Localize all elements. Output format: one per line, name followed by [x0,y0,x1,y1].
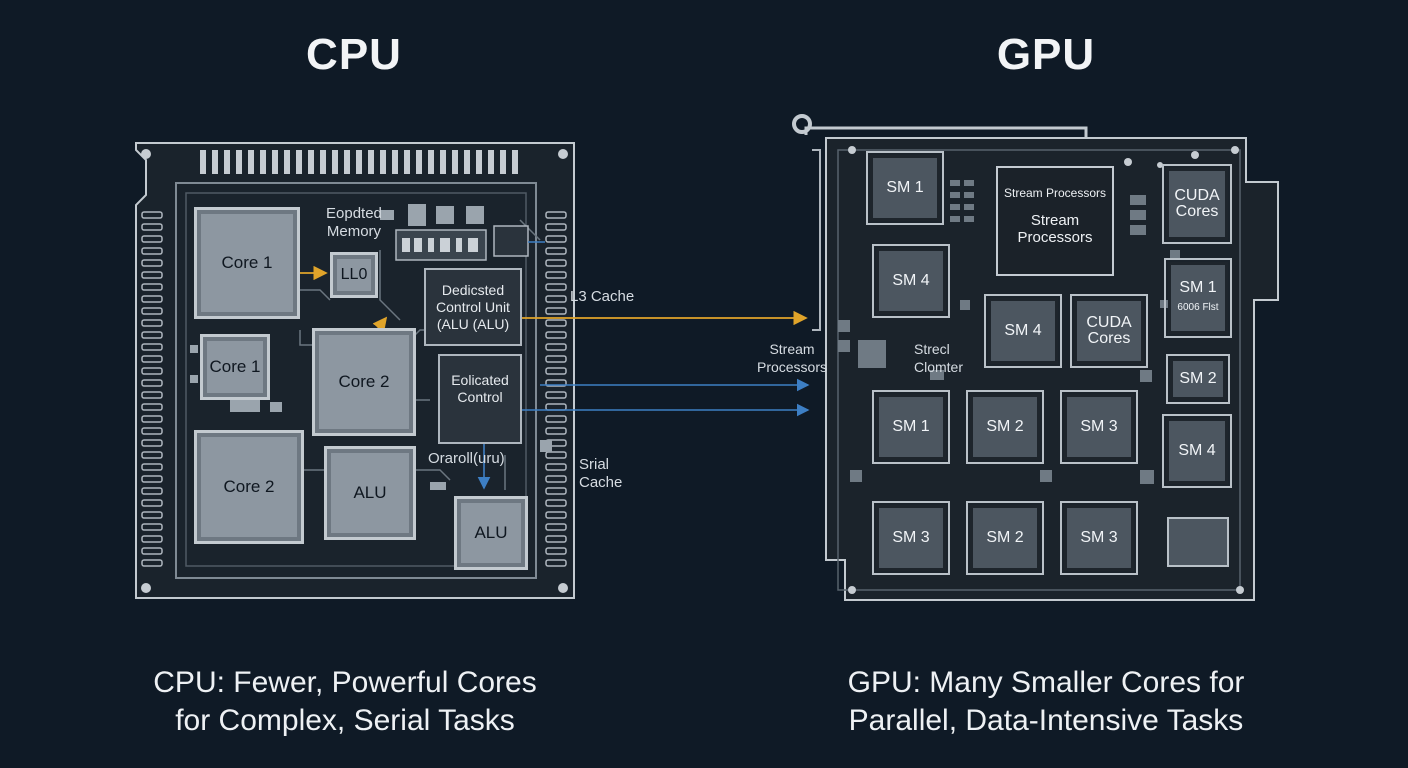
gpu-cuda-top-line-1: CUDA [1174,187,1220,204]
gpu-stream-box-title: Stream Processors [1003,186,1107,200]
cpu-core-1-top: Core 1 [194,207,300,319]
gpu-sm-row2-col3: SM 3 [1060,501,1138,575]
gpu-sm-top-left: SM 1 [866,151,944,225]
gpu-cuda-center-line-2: Cores [1087,330,1131,347]
gpu-sm-right-1: SM 1 6006 Flst [1164,258,1232,338]
gpu-stream-box-line-2: Processors [1017,229,1093,246]
gpu-sm-row1-col3: SM 3 [1060,390,1138,464]
cpu-eolicated-line-2: Control [457,389,503,405]
gpu-sm-right-4: SM 4 [1162,414,1232,488]
gpu-cuda-top-right: CUDA Cores [1162,164,1232,244]
gpu-cluster-line-2: Clomter [914,359,964,375]
gpu-sm-row2-col2: SM 2 [966,501,1044,575]
cpu-heading: CPU [306,30,402,79]
gpu-sm-row1-col1: SM 1 [872,390,950,464]
gpu-cuda-center-line-1: CUDA [1086,314,1132,331]
gpu-sm-right-2: SM 2 [1166,354,1230,404]
gpu-caption-line-1: GPU: Many Smaller Cores for [847,666,1245,699]
gpu-sm-right-1-sub: 6006 Flst [1177,302,1219,313]
cpu-caption: CPU: Fewer, Powerful Cores for Complex, … [65,664,625,740]
cpu-dedicated-line-3: (ALU (ALU) [436,315,510,332]
cpu-orarol-label: Oraroll(uru) [428,450,505,467]
cpu-dedicated-control-unit: Dedicsted Control Unit (ALU (ALU) [424,268,522,346]
gpu-cluster-label: Strecl Clomter [914,340,963,376]
gpu-cuda-center: CUDA Cores [1070,294,1148,368]
gpu-sm-row1-col2: SM 2 [966,390,1044,464]
cpu-eolicated-control: Eolicated Control [438,354,522,444]
gpu-stream-label-line-1: Stream [769,341,815,357]
gpu-sm-center-4: SM 4 [984,294,1062,368]
gpu-stream-label-line-2: Processors [756,359,828,375]
cpu-eolicated-line-1: Eolicated [451,372,509,388]
gpu-heading: GPU [996,30,1096,79]
gpu-sm-row2-col1: SM 3 [872,501,950,575]
cpu-alu-left: ALU [324,446,416,540]
gpu-caption: GPU: Many Smaller Cores for Parallel, Da… [766,664,1326,740]
cpu-core-2-center: Core 2 [312,328,416,436]
cpu-dedicated-line-2: Control Unit [436,298,510,315]
gpu-cluster-line-1: Strecl [914,341,950,357]
gpu-sm-right-1-label: SM 1 [1179,279,1217,296]
cpu-l3-cache-label: L3 Cache [570,288,635,305]
cpu-serial-line-1: Srial [579,456,610,473]
cpu-core-2-bottom: Core 2 [194,430,304,544]
cpu-memory-line-1: Eopdted [326,205,382,222]
gpu-stream-box-line-1: Stream [1030,212,1080,229]
cpu-serial-line-2: Cache [579,474,623,491]
gpu-cuda-top-line-2: Cores [1175,203,1219,220]
cpu-alu-right: ALU [454,496,528,570]
cpu-core-1-small: Core 1 [200,334,270,400]
gpu-sm-mid-left: SM 4 [872,244,950,318]
gpu-stream-processors-label: Stream Processors [752,340,832,376]
cpu-caption-line-2: for Complex, Serial Tasks [175,704,515,737]
cpu-memory-label: Eopdted Memory [326,205,382,241]
cpu-memory-line-2: Memory [326,223,382,240]
cpu-caption-line-1: CPU: Fewer, Powerful Cores [153,666,537,699]
cpu-dedicated-line-1: Dedicsted [441,281,505,298]
cpu-l1-cache: LL0 [330,252,378,298]
gpu-stream-processors-box: Stream Processors Stream Processors [996,166,1114,276]
gpu-caption-line-2: Parallel, Data-Intensive Tasks [848,704,1244,737]
cpu-serial-cache-label: Srial Cache [579,456,622,492]
